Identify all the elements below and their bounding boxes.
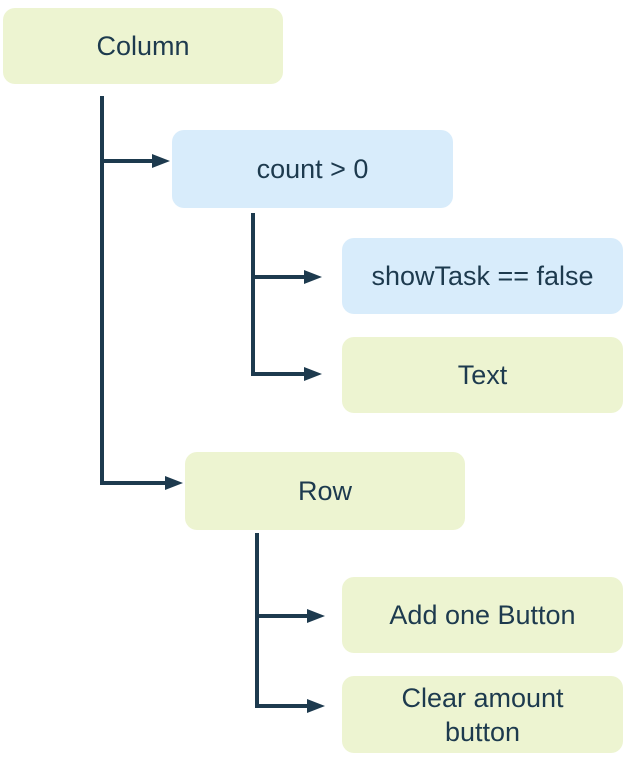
arrowhead-row-icon [165,476,183,490]
node-text-widget: Text [342,337,623,413]
node-column: Column [3,8,283,84]
node-count-condition: count > 0 [172,130,453,208]
arrowhead-showtask-icon [304,270,322,284]
arrowhead-clear-icon [307,699,325,713]
node-showtask-condition: showTask == false [342,238,623,314]
arrowhead-count-icon [152,154,170,168]
node-clear-amount-button: Clear amount button [342,676,623,753]
node-row-widget: Row [185,452,465,530]
node-column-label: Column [96,31,190,61]
edge-column-trunk [100,96,165,485]
edge-row-trunk [255,533,307,708]
node-add-one-button: Add one Button [342,577,623,653]
edge-count-trunk [251,213,304,376]
node-row-label: Row [297,476,352,506]
node-count-label: count > 0 [256,154,369,184]
node-showtask-label: showTask == false [371,261,594,291]
arrowhead-addone-icon [307,609,325,623]
node-text-label: Text [457,360,508,390]
node-clear-label: Clear amount button [401,682,564,747]
arrowhead-text-icon [304,367,322,381]
node-addone-label: Add one Button [389,600,576,630]
